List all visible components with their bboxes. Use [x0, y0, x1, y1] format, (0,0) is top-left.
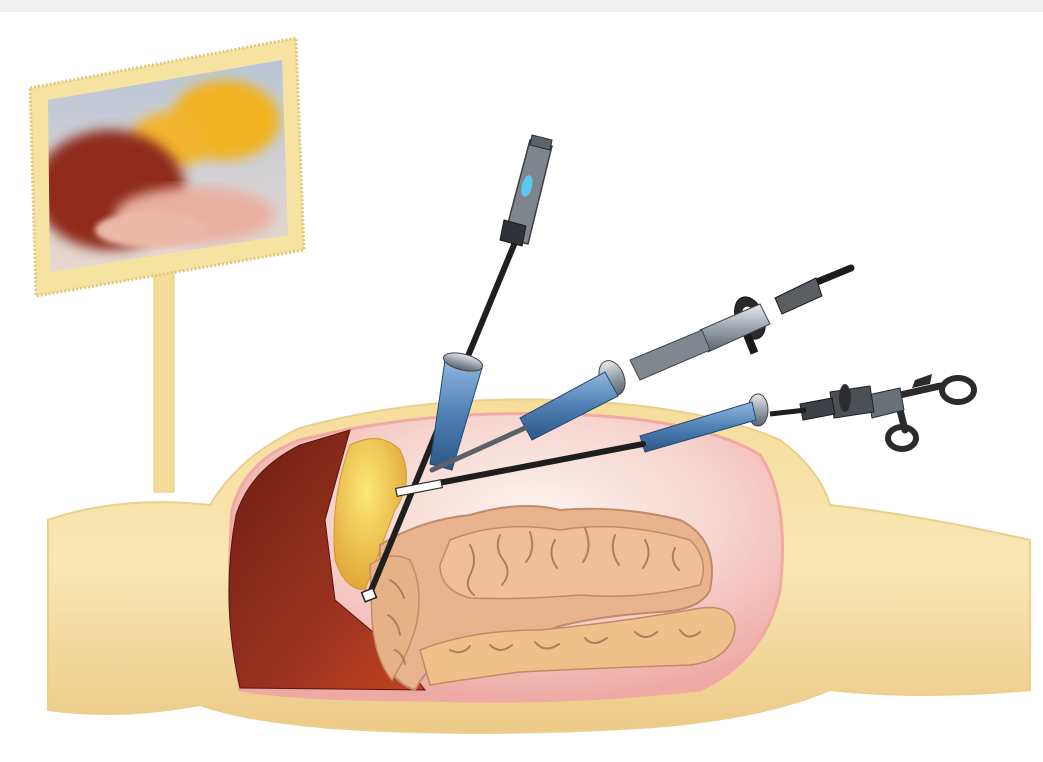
- intestines: [370, 506, 735, 690]
- monitor-icon: [30, 38, 304, 492]
